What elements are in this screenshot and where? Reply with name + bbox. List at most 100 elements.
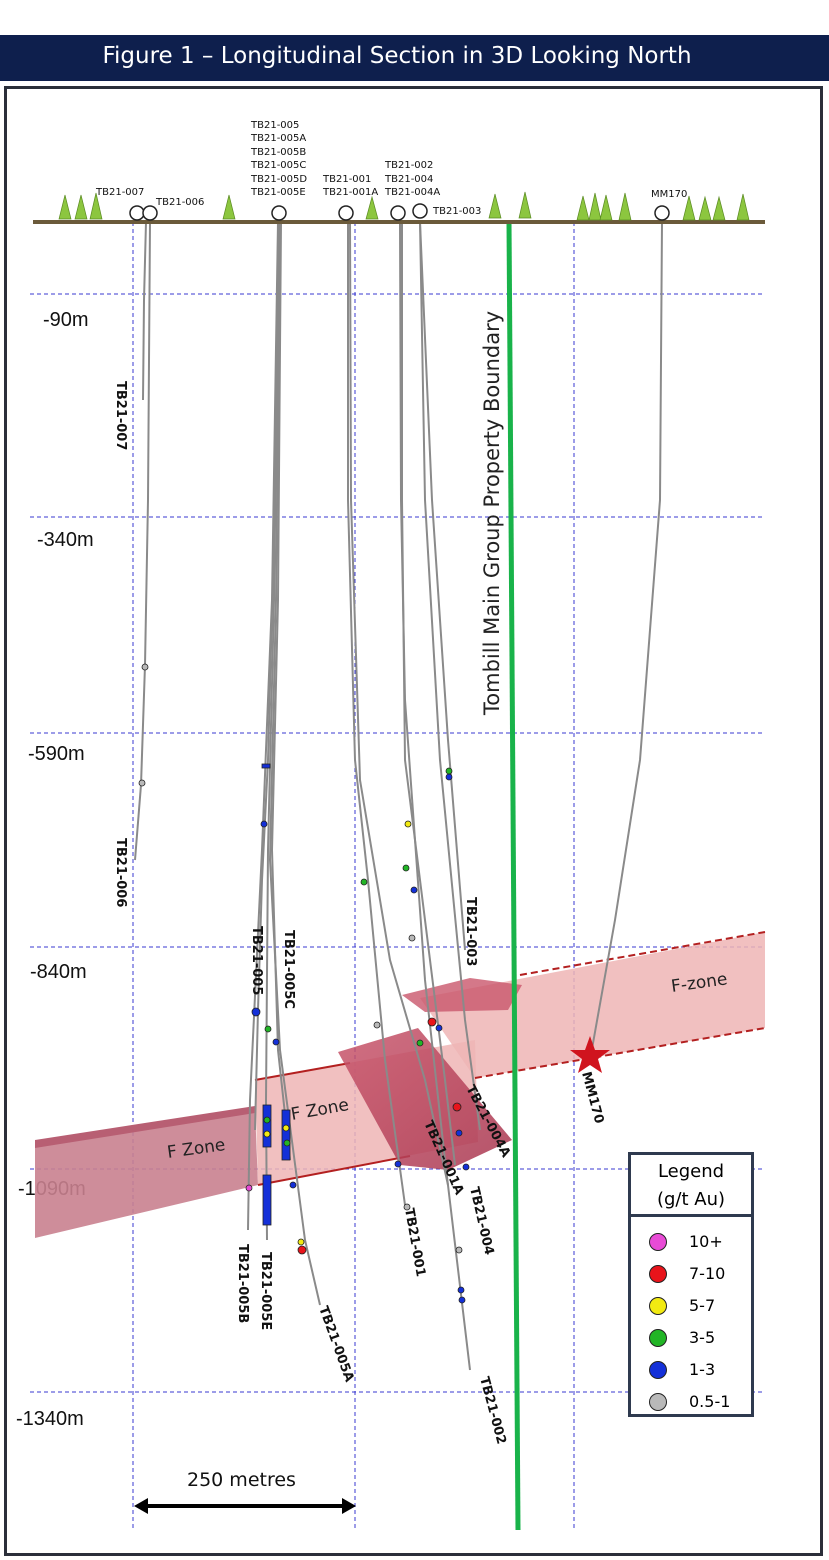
intercept-0.5-1 xyxy=(373,1021,381,1029)
f-zone-slabs xyxy=(35,931,766,1238)
intercept-0.5-1 xyxy=(138,779,146,787)
assay-intercepts xyxy=(138,663,470,1304)
legend-label: 3-5 xyxy=(689,1328,716,1347)
hole-label: TB21-003 xyxy=(463,897,478,966)
hole-label: TB21-004 xyxy=(466,1186,496,1257)
legend-item: 5-7 xyxy=(649,1293,749,1319)
tree-icon xyxy=(698,195,712,221)
intercept-1-3 xyxy=(260,820,268,828)
tree-icon xyxy=(518,191,532,219)
legend-label: 5-7 xyxy=(689,1296,716,1315)
depth-label: -840m xyxy=(30,961,87,983)
intercept-0.5-1 xyxy=(403,1203,411,1211)
intercept-10+ xyxy=(245,1184,253,1192)
depth-labels: -90m -340m -590m -840m -1090m -1340m xyxy=(16,309,94,1430)
intercept-3-5 xyxy=(416,1039,424,1047)
intercept-3-5 xyxy=(283,1139,291,1147)
hole-trace-tb004 xyxy=(401,222,456,1166)
collar-label: TB21-007 xyxy=(95,187,144,198)
hole-trace-tb007 xyxy=(142,221,147,401)
intercept-1-3 xyxy=(458,1296,466,1304)
intercept-3-5 xyxy=(445,767,453,775)
hole-label: TB21-005A xyxy=(315,1304,356,1384)
legend-swatch xyxy=(649,1393,667,1411)
f-zone-right-slab xyxy=(420,932,765,1078)
hole-trace-mm170 xyxy=(589,221,663,1061)
hole-trace-tb003 xyxy=(419,221,466,951)
star-icon xyxy=(570,1036,610,1073)
hole-labels: TB21-007 TB21-006 TB21-005 TB21-005C TB2… xyxy=(113,381,606,1446)
legend-item: 0.5-1 xyxy=(649,1389,749,1415)
hole-label: MM170 xyxy=(578,1070,606,1125)
legend: Legend (g/t Au) 10+ 7-10 5-7 3-5 1-3 0.5… xyxy=(628,1152,754,1417)
legend-item: 7-10 xyxy=(649,1261,749,1287)
hole-label: TB21-005C xyxy=(281,930,296,1009)
intercept-3-5 xyxy=(360,878,368,886)
scale-bar: 250 metres xyxy=(134,1469,356,1514)
intercept-0.5-1 xyxy=(141,663,149,671)
hole-label: TB21-005E xyxy=(258,1252,273,1330)
intercept-1-3 xyxy=(435,1024,443,1032)
intercept-1-3 xyxy=(272,1038,280,1046)
scale-bar-label: 250 metres xyxy=(187,1469,296,1491)
f-zone-left-slab xyxy=(35,1108,258,1238)
intercept-3-5 xyxy=(264,1025,272,1033)
collar-label: TB21-001 xyxy=(322,174,371,185)
hole-trace-tb001a xyxy=(349,221,449,1186)
drill-holes xyxy=(134,221,663,1371)
hole-label: TB21-007 xyxy=(113,381,128,450)
tree-icon xyxy=(712,195,726,221)
collar-label: TB21-005E xyxy=(250,187,306,198)
tree-icon xyxy=(222,194,236,220)
tree-icon xyxy=(618,192,632,221)
intercept-5-7 xyxy=(297,1238,305,1246)
collar-label: TB21-005D xyxy=(250,174,307,185)
intercept-3-5 xyxy=(263,1116,271,1124)
intercept-0.5-1 xyxy=(408,934,416,942)
intercept-1-3 xyxy=(262,1174,272,1226)
intercept-0.5-1 xyxy=(455,1246,463,1254)
legend-label: 10+ xyxy=(689,1232,723,1251)
easting-gridlines xyxy=(132,222,575,1530)
collar-icon xyxy=(654,205,670,221)
intercept-5-7 xyxy=(263,1130,271,1138)
tree-icon xyxy=(736,193,750,221)
property-boundary-label: Tombill Main Group Property Boundary xyxy=(480,311,504,716)
hole-label: TB21-005 xyxy=(249,926,264,995)
hole-trace-tb005c xyxy=(270,221,291,1161)
intercept-1-3 xyxy=(281,1109,291,1161)
collar-icon xyxy=(271,205,287,221)
legend-label: 0.5-1 xyxy=(689,1392,731,1411)
collar-label: TB21-005A xyxy=(250,133,306,144)
tree-icon xyxy=(488,193,502,219)
collar-icon xyxy=(412,203,428,219)
collars xyxy=(129,203,670,221)
legend-swatch xyxy=(649,1297,667,1315)
intercept-5-7 xyxy=(282,1124,290,1132)
collar-label: TB21-004 xyxy=(384,174,433,185)
hole-trace-tb004a xyxy=(419,221,481,1131)
legend-swatch xyxy=(649,1361,667,1379)
legend-label: 7-10 xyxy=(689,1264,726,1283)
intercept-1-3 xyxy=(261,763,271,769)
legend-swatch xyxy=(649,1233,667,1251)
legend-swatch xyxy=(649,1329,667,1347)
legend-title-line1: Legend xyxy=(657,1161,725,1182)
collar-labels: TB21-007 TB21-006 TB21-005 TB21-005A TB2… xyxy=(95,120,687,217)
tree-icon xyxy=(74,194,88,220)
property-boundary-line xyxy=(506,221,521,1531)
depth-label: -340m xyxy=(37,529,94,551)
intercept-1-3 xyxy=(462,1163,470,1171)
legend-swatch xyxy=(649,1265,667,1283)
collar-label: TB21-005 xyxy=(250,120,299,131)
title-bar: Figure 1 – Longitudinal Section in 3D Lo… xyxy=(0,35,829,81)
intercept-1-3 xyxy=(251,1007,261,1017)
hole-label: TB21-005B xyxy=(235,1244,250,1323)
legend-label: 1-3 xyxy=(689,1360,716,1379)
tree-icon xyxy=(682,195,696,221)
intercept-7-10 xyxy=(452,1102,462,1112)
legend-item: 1-3 xyxy=(649,1357,749,1383)
collar-label: TB21-005B xyxy=(250,147,306,158)
collar-icon xyxy=(390,205,406,221)
